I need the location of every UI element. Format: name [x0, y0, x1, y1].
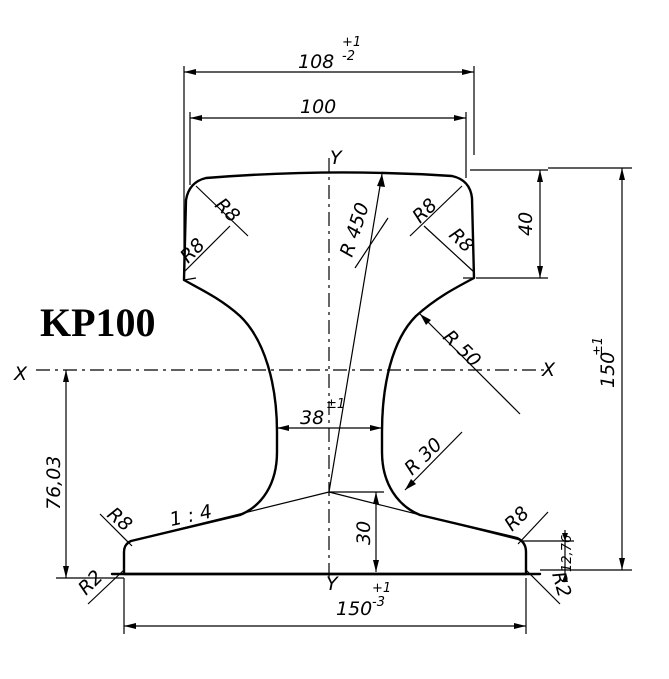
dim-76-arrow-bottom	[63, 566, 69, 578]
dim-150w-tol-upper: +1	[372, 581, 391, 596]
x-axis-label-right: X	[541, 359, 556, 381]
dim-76-arrow-top	[63, 370, 69, 382]
r2-left-label: R2	[74, 566, 107, 599]
r8-foot-right-leader	[517, 511, 549, 545]
r450-leader-long	[328, 173, 383, 493]
dim-150h-tol: ±1	[591, 337, 606, 356]
head-underside-left	[183, 277, 197, 281]
x-axis-label-left: X	[13, 363, 28, 385]
r8-foot-left-leader	[99, 513, 133, 547]
dim-30-arrow-top	[373, 492, 379, 504]
r8-head-left-top-label: R8	[211, 194, 244, 227]
r8-head-right-top-label: R8	[408, 194, 441, 227]
dim-30-value: 30	[353, 521, 375, 545]
r8-foot-left-label: R8	[103, 503, 137, 536]
r8-head-right-top-leader	[409, 185, 463, 237]
r8-head-left-bottom-label: R8	[176, 234, 209, 267]
dim-12-arrow-bottom	[562, 574, 568, 582]
dim-150w-arrow-right	[514, 623, 526, 629]
dim-108-arrow-left	[184, 69, 196, 75]
dim-76-value: 76,03	[43, 456, 65, 510]
r50-arrow	[420, 314, 431, 325]
dim-108-tol-upper: +1	[342, 35, 361, 50]
dim-100-arrow-right	[454, 115, 466, 121]
r8-head-left-top-leader	[195, 185, 249, 237]
y-axis-label-bottom: Y	[326, 573, 339, 595]
dim-38-tol: ±1	[326, 397, 345, 412]
dim-38-arrow-right	[370, 425, 382, 431]
dim-108-arrow-right	[462, 69, 474, 75]
dim-108-tol-lower: -2	[342, 49, 355, 64]
dim-150w-arrow-left	[124, 623, 136, 629]
dim-100-value: 100	[300, 96, 336, 118]
profile-title: KP100	[40, 300, 156, 345]
r30-label: R 30	[400, 434, 447, 480]
dim-100-arrow-left	[190, 115, 202, 121]
r450-leader-zig	[354, 217, 389, 269]
rail-profile-outline	[122, 171, 528, 576]
r450-arrow	[377, 174, 385, 187]
r30-leader	[404, 431, 463, 491]
r8-head-right-bottom-leader	[423, 225, 475, 273]
flange-slope-line-left	[129, 491, 330, 542]
dim-150w-value: 150	[336, 598, 372, 620]
r8-foot-right-label: R8	[500, 502, 533, 535]
dim-108-value: 108	[298, 51, 334, 73]
dim-12-value: 12,76	[560, 535, 575, 572]
dim-150h-arrow-bottom	[619, 558, 625, 570]
dim-38-value: 38	[300, 407, 324, 429]
r8-head-left-bottom-leader	[183, 225, 231, 273]
dim-40-arrow-top	[537, 170, 543, 182]
dim-150h-value: 150	[597, 352, 619, 388]
dim-40-arrow-bottom	[537, 266, 543, 278]
dim-150w-tol-lower: -3	[372, 595, 385, 610]
flange-slope-label: 1 : 4	[168, 501, 214, 531]
r2-right-leader	[525, 569, 561, 605]
r2-left-leader	[87, 569, 125, 605]
flange-slope-line-right	[328, 491, 521, 541]
r50-label: R 50	[439, 326, 486, 372]
y-axis-label-top: Y	[330, 147, 343, 169]
r30-arrow	[405, 479, 416, 490]
r50-leader	[419, 313, 521, 415]
dim-40-value: 40	[515, 212, 537, 236]
dim-38-arrow-left	[277, 425, 289, 431]
dim-150h-arrow-top	[619, 168, 625, 180]
r450-label: R 450	[336, 200, 374, 260]
dim-30-arrow-bottom	[373, 560, 379, 572]
dim-12-arrow-top	[562, 533, 568, 541]
